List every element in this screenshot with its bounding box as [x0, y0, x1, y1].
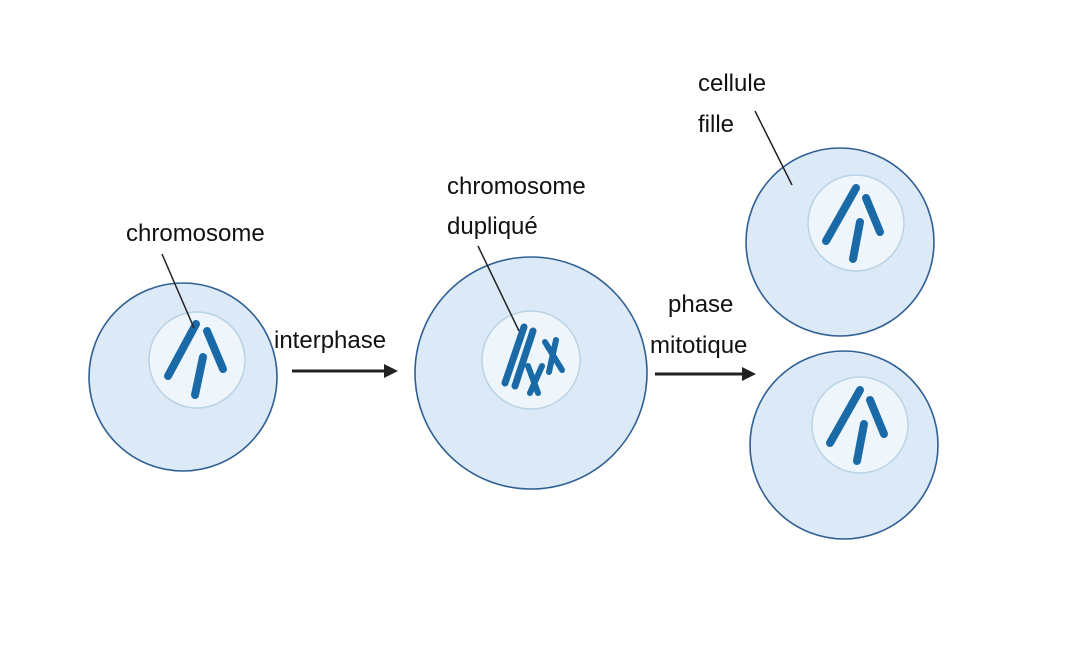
phase-label-line2: mitotique [650, 332, 747, 359]
parent-cell [88, 282, 278, 472]
parent-cell-nucleus [148, 311, 246, 409]
duplicated-chromosome-label-line2: dupliqué [447, 213, 538, 240]
daughter-cell-leader-line [754, 110, 793, 186]
bottom-chromosome-short [866, 396, 888, 438]
duplicated-chromosome-medium-b [527, 363, 545, 396]
parent-cell-chromosomes [164, 320, 227, 399]
duplicated-chromosome-label-line1: chromosome [447, 173, 586, 200]
chromosome-long [164, 320, 200, 380]
duplicated-chromosome-large-a [501, 323, 528, 387]
daughter-cell-label-line1: cellule [698, 70, 766, 97]
daughter-cell-label-line2: fille [698, 111, 734, 138]
chromosome-short [203, 327, 227, 373]
daughter-cell-top-chromosomes [822, 184, 884, 263]
interphase-arrow [292, 364, 398, 378]
top-chromosome-medium [849, 218, 864, 263]
mitotic-phase-arrow [655, 367, 756, 381]
top-chromosome-long [822, 184, 860, 245]
duplicated-chromosome-small-b [546, 337, 559, 375]
daughter-cell-bottom [749, 350, 939, 540]
bottom-chromosome-medium [853, 420, 868, 465]
phase-label-line1: phase [668, 291, 733, 318]
duplicated-cell [414, 256, 648, 490]
top-chromosome-short [862, 194, 884, 236]
chromosome-label: chromosome [126, 220, 265, 247]
duplicated-chromosome-leader-line [477, 245, 520, 332]
daughter-cell-bottom-chromosomes [826, 386, 888, 465]
duplicated-chromosomes [501, 323, 565, 396]
daughter-cell-top [745, 147, 935, 337]
chromosome-medium [191, 353, 207, 399]
interphase-label: interphase [274, 327, 386, 354]
chromosome-leader-line [161, 253, 195, 329]
bottom-chromosome-long [826, 386, 864, 447]
duplicated-chromosome-large-b [511, 327, 537, 390]
